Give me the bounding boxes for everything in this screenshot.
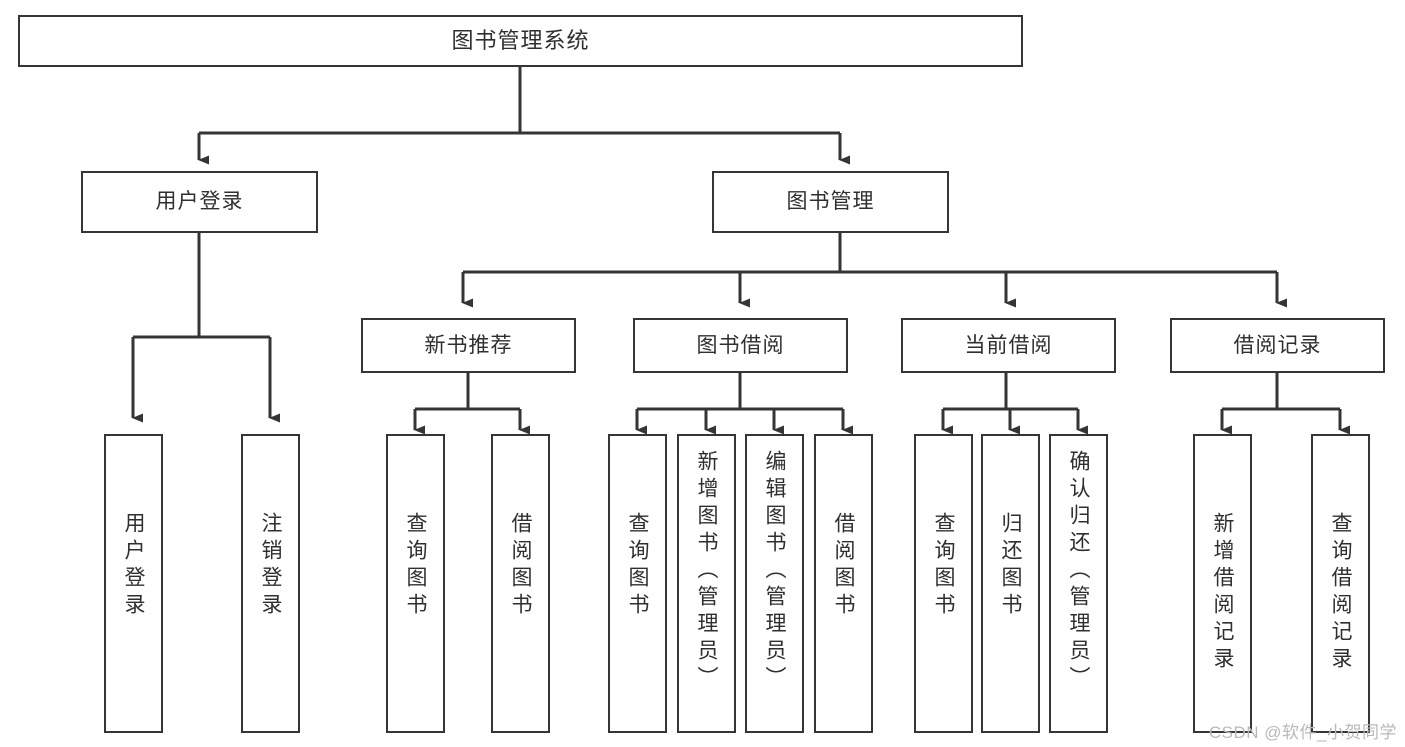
node-book-management[interactable]: 图书管理 <box>712 171 949 233</box>
node-root-label: 图书管理系统 <box>451 27 590 53</box>
node-leaf-user-login-login[interactable]: 用户登录 <box>104 434 163 733</box>
node-leaf-label: 注销登录 <box>259 512 282 620</box>
node-current-borrow-label: 当前借阅 <box>964 333 1053 357</box>
node-leaf-label: 查询借阅记录 <box>1329 512 1352 674</box>
node-leaf-borrow-record-query-record[interactable]: 查询借阅记录 <box>1311 434 1370 733</box>
node-leaf-label: 借阅图书 <box>832 512 855 620</box>
watermark-text: CSDN @软件_小贺同学 <box>1208 723 1397 742</box>
node-book-borrow-label: 图书借阅 <box>696 333 785 357</box>
node-leaf-book-borrow-edit-book-admin[interactable]: 编辑图书（管理员） <box>745 434 804 733</box>
node-leaf-book-borrow-borrow-book[interactable]: 借阅图书 <box>814 434 873 733</box>
node-current-borrow[interactable]: 当前借阅 <box>901 318 1116 373</box>
node-leaf-book-borrow-add-book-admin[interactable]: 新增图书（管理员） <box>677 434 736 733</box>
node-leaf-label: 查询图书 <box>404 512 427 620</box>
node-leaf-label: 归还图书 <box>999 512 1022 620</box>
node-leaf-current-borrow-confirm-return-admin[interactable]: 确认归还（管理员） <box>1049 434 1108 733</box>
node-leaf-current-borrow-query-book[interactable]: 查询图书 <box>914 434 973 733</box>
node-leaf-new-recommend-query-book[interactable]: 查询图书 <box>386 434 445 733</box>
node-leaf-label: 借阅图书 <box>509 512 532 620</box>
node-new-book-recommend[interactable]: 新书推荐 <box>361 318 576 373</box>
node-leaf-label: 编辑图书（管理员） <box>763 450 786 693</box>
node-borrow-record[interactable]: 借阅记录 <box>1170 318 1385 373</box>
node-new-book-recommend-label: 新书推荐 <box>424 333 513 357</box>
node-leaf-label: 新增图书（管理员） <box>695 450 718 693</box>
node-borrow-record-label: 借阅记录 <box>1233 333 1322 357</box>
node-book-management-label: 图书管理 <box>786 190 875 214</box>
node-leaf-current-borrow-return-book[interactable]: 归还图书 <box>981 434 1040 733</box>
node-leaf-borrow-record-add-record[interactable]: 新增借阅记录 <box>1193 434 1252 733</box>
node-leaf-label: 确认归还（管理员） <box>1067 450 1090 693</box>
node-user-login-label: 用户登录 <box>155 190 244 214</box>
node-leaf-label: 用户登录 <box>122 512 145 620</box>
node-user-login[interactable]: 用户登录 <box>81 171 318 233</box>
node-root-book-management-system[interactable]: 图书管理系统 <box>18 15 1023 67</box>
node-leaf-label: 查询图书 <box>626 512 649 620</box>
node-leaf-user-login-logout[interactable]: 注销登录 <box>241 434 300 733</box>
node-leaf-book-borrow-query-book[interactable]: 查询图书 <box>608 434 667 733</box>
node-leaf-new-recommend-borrow-book[interactable]: 借阅图书 <box>491 434 550 733</box>
node-book-borrow[interactable]: 图书借阅 <box>633 318 848 373</box>
node-leaf-label: 新增借阅记录 <box>1211 512 1234 674</box>
node-leaf-label: 查询图书 <box>932 512 955 620</box>
